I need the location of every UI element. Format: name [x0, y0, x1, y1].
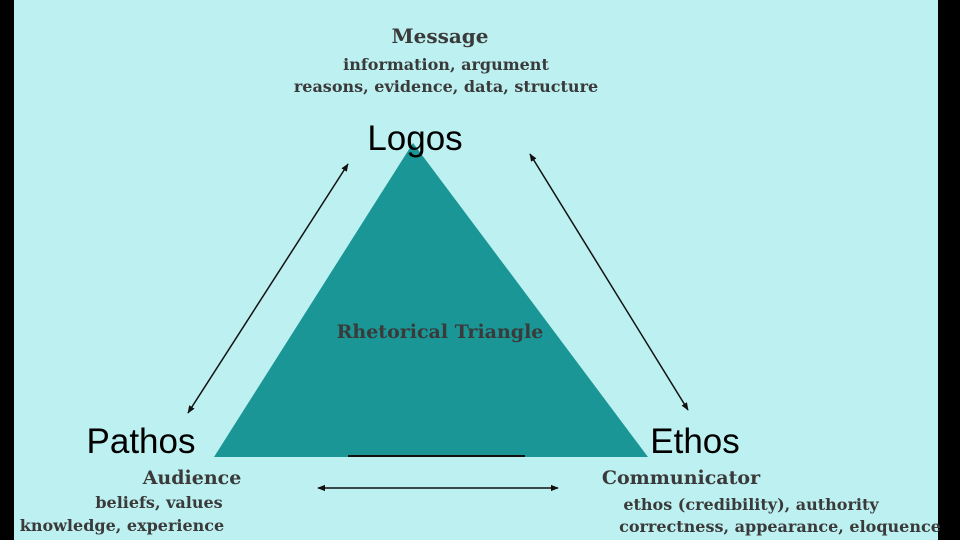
communicator-title: Communicator — [602, 467, 761, 489]
communicator-line-1: ethos (credibility), authority — [623, 495, 879, 514]
audience-title: Audience — [142, 467, 242, 489]
message-line-2: reasons, evidence, data, structure — [294, 77, 598, 96]
communicator-line-2: correctness, appearance, eloquence — [619, 517, 941, 536]
audience-line-1: beliefs, values — [95, 493, 222, 512]
triangle-title: Rhetorical Triangle — [337, 321, 544, 343]
ethos-label: Ethos — [650, 422, 740, 461]
left-arrow — [187, 163, 349, 414]
message-title: Message — [391, 24, 488, 48]
logos-label: Logos — [367, 119, 462, 158]
message-line-1: information, argument — [343, 55, 549, 74]
pathos-label: Pathos — [87, 422, 196, 461]
audience-line-2: knowledge, experience — [20, 516, 224, 535]
rhetorical-triangle-shape — [214, 143, 648, 457]
right-arrow — [529, 153, 689, 411]
